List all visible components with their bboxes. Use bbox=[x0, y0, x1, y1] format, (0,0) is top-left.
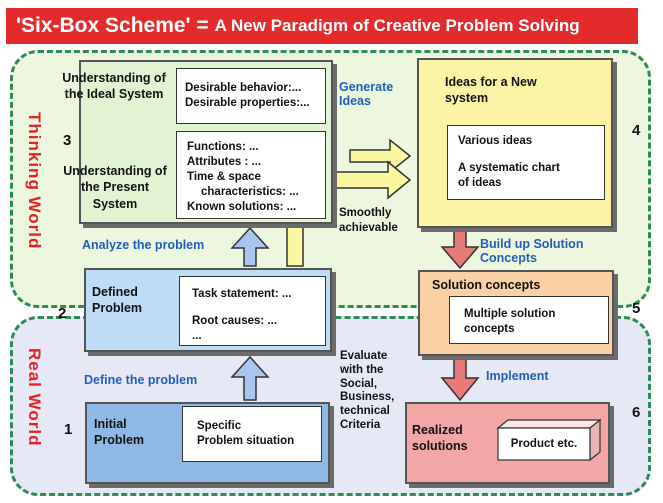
present-item: characteristics: ... bbox=[201, 185, 299, 198]
box-number-3: 3 bbox=[63, 132, 72, 149]
ideal-item: Desirable properties:... bbox=[185, 96, 310, 109]
analyze-problem-label: Analyze the problem bbox=[82, 238, 205, 252]
title-main: 'Six-Box Scheme' = bbox=[16, 14, 209, 37]
solution-concepts-label: Solution concepts bbox=[432, 278, 541, 292]
defined-item: Task statement: ... bbox=[192, 288, 292, 300]
ideas-item: Various ideas bbox=[458, 135, 533, 147]
ideas-item: of ideas bbox=[458, 176, 502, 189]
thinking-world-label: Thinking World bbox=[25, 112, 44, 250]
title-bar: 'Six-Box Scheme' = A New Paradigm of Cre… bbox=[6, 8, 638, 44]
ideas-label: Ideas for a New system bbox=[445, 75, 537, 106]
generate-arrow bbox=[349, 138, 412, 174]
implement-arrow bbox=[440, 357, 480, 402]
present-item: Functions: ... bbox=[187, 141, 259, 153]
defined-problem-label: Defined Problem bbox=[92, 285, 143, 316]
solution-concepts-details: Multiple solution concepts bbox=[449, 296, 609, 344]
ideal-system-details: Desirable behavior:... Desirable propert… bbox=[176, 68, 326, 124]
initial-problem-details: Specific Problem situation bbox=[182, 406, 322, 462]
solution-item: concepts bbox=[464, 322, 515, 335]
product-cube-front bbox=[497, 427, 591, 461]
evaluate-criteria-label: Evaluate with the Social, Business, tech… bbox=[340, 350, 395, 431]
defined-item: Root causes: ... bbox=[192, 314, 277, 327]
box-number-1: 1 bbox=[64, 421, 73, 438]
ideas-details: Various ideas A systematic chart of idea… bbox=[447, 125, 605, 200]
box-number-5: 5 bbox=[632, 300, 641, 317]
ideal-system-label: Understanding of the Ideal System bbox=[62, 71, 166, 102]
define-arrow bbox=[230, 355, 270, 401]
present-item: Known solutions: ... bbox=[187, 200, 297, 213]
ideas-item: A systematic chart bbox=[458, 161, 560, 174]
smoothly-achievable-label: Smoothly achievable bbox=[339, 207, 398, 234]
present-item: Attributes : ... bbox=[187, 155, 262, 168]
real-world-label: Real World bbox=[25, 348, 44, 447]
product-cube-top bbox=[496, 419, 602, 429]
box-number-6: 6 bbox=[632, 404, 641, 421]
solution-item: Multiple solution bbox=[464, 308, 556, 320]
initial-item: Problem situation bbox=[197, 434, 295, 447]
analyze-arrow bbox=[230, 226, 270, 267]
defined-problem-details: Task statement: ... Root causes: ... ... bbox=[179, 276, 326, 346]
box-number-4: 4 bbox=[632, 122, 641, 139]
generate-ideas-label: Generate Ideas bbox=[339, 80, 394, 108]
build-up-label: Build up Solution Concepts bbox=[480, 237, 584, 265]
present-item: Time & space bbox=[187, 170, 261, 183]
present-system-label: Understanding of the Present System bbox=[63, 164, 167, 211]
realized-solutions-label: Realized solutions bbox=[412, 423, 468, 454]
build-up-arrow bbox=[440, 227, 480, 270]
implement-label: Implement bbox=[486, 369, 549, 383]
box-number-2: 2 bbox=[58, 305, 67, 322]
initial-item: Specific bbox=[197, 420, 242, 432]
defined-item: ... bbox=[192, 329, 202, 342]
define-problem-label: Define the problem bbox=[84, 373, 198, 387]
present-system-details: Functions: ... Attributes : ... Time & s… bbox=[176, 131, 326, 219]
title-subtitle: A New Paradigm of Creative Problem Solvi… bbox=[214, 16, 580, 35]
product-label: Product etc. bbox=[510, 437, 578, 450]
ideal-item: Desirable behavior:... bbox=[185, 82, 302, 94]
initial-problem-label: Initial Problem bbox=[94, 417, 145, 448]
